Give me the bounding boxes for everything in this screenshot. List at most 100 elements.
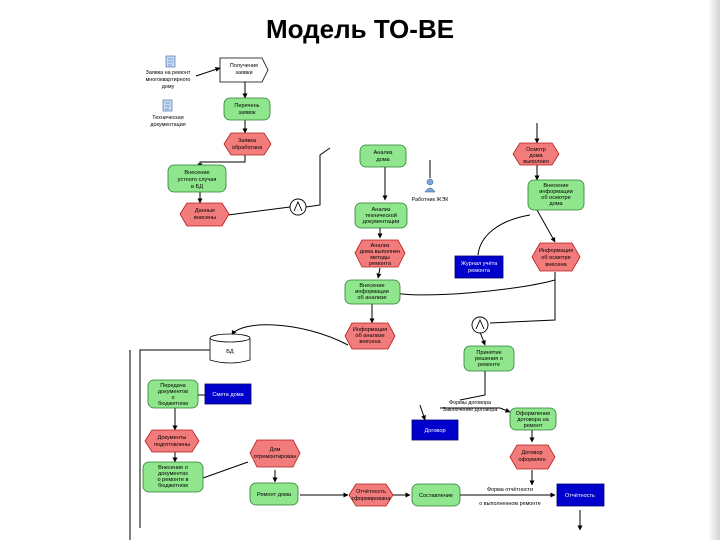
node-text: Документы [158,435,187,441]
node-text: договора на [517,417,549,423]
node-text: Заявка [238,138,257,144]
node-text: Перечень [234,103,259,109]
node-text: Заявка на ремонт [146,70,191,76]
node-text: выполнен [523,159,549,165]
node-text: Заключение договора [443,407,498,413]
node-text: Дом [270,447,281,453]
node-text: об анализе [357,295,386,301]
node-text: обработана [232,145,263,151]
node-text: информации [355,289,388,295]
node-text: внесены [194,215,216,221]
person-icon [424,178,436,193]
node-text: Техническая [152,115,184,121]
node-text: технической [365,212,397,219]
node-text: Получение [230,63,258,69]
node-text: ремонта [369,261,392,267]
node-text: заявки [235,70,252,76]
node-n-bd: БД [209,333,251,364]
node-text: ремонта [468,268,491,274]
node-text: ремонт [524,423,543,429]
connectors [129,67,583,540]
node-text: об анализе [355,333,384,339]
node-n-blue2: Смета дома [204,383,252,405]
node-text: внесена [545,262,567,268]
node-text: оформлен [518,457,545,463]
node-text: Передача [160,383,186,389]
node-text: документах [158,471,188,477]
node-text: Ремонт дома [257,492,292,498]
node-text: дома [549,201,563,207]
node-text: Анализ [372,207,391,213]
node-text: дома [529,153,543,159]
node-text: Смета дома [212,392,244,398]
node-n-blue4: Отчётность [556,483,605,507]
node-text: Информация [539,248,573,254]
node-text: бюджетном [158,401,188,407]
node-text: документов [158,389,188,395]
node-text: Осмотр [526,147,546,153]
node-text: документации [363,219,400,225]
node-text: документация [150,122,185,128]
node-text: о [171,395,174,401]
node-text: Принятие [476,350,501,356]
node-text: Формы договора [449,400,491,406]
node-text: сформирована [351,496,391,502]
node-text: устного случая [178,177,217,183]
node-text: методы [370,255,390,261]
node-text: многоквартирного [146,77,191,83]
node-text: Отчётность [565,493,595,499]
node-text: Журнал учёта [461,261,498,267]
document-icon [162,99,173,112]
node-text: Работник ЖЭК [412,197,450,203]
node-text: Оформление [516,411,551,417]
node-text: Форма отчётности [487,487,533,493]
node-text: в БД [191,184,203,190]
node-text: отремонтирован [254,454,297,460]
node-text: Внесение [543,183,568,189]
node-text: ремонте [478,362,500,368]
node-text: Отчётность [356,489,386,495]
node-text: об осмотре [541,195,570,201]
node-text: внесена [359,339,381,345]
node-text: Анализ [371,243,390,249]
node-text: БД [226,349,234,355]
node-text: Договор [521,450,542,456]
page-title: Модель ТО-ВЕ [265,14,455,44]
node-text: о выполненном ремонте [479,501,540,507]
node-text: Внесение [359,283,384,289]
